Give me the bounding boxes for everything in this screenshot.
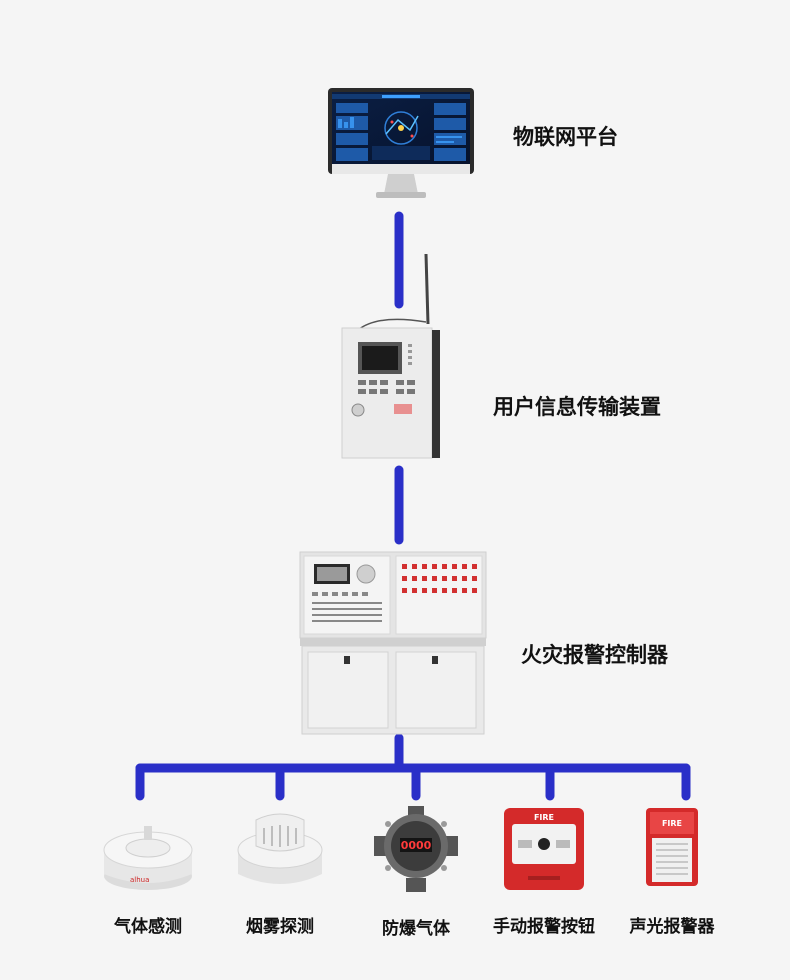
controller-label: 火灾报警控制器 — [521, 643, 668, 667]
platform-label: 物联网平台 — [513, 125, 618, 149]
fire-sign-text: FIRE — [534, 813, 554, 822]
transmitter-icon — [341, 253, 440, 459]
transmitter-label: 用户信息传输装置 — [493, 395, 661, 419]
manual-alarm-button-icon: FIRE — [504, 808, 584, 890]
monitor-icon — [328, 88, 474, 198]
siren-sign-text: FIRE — [662, 819, 682, 828]
sounder-strobe-icon: FIRE — [646, 808, 698, 886]
gas-sensor-icon: alhua — [103, 826, 193, 890]
device-label-gas-sensing: 气体感测 — [114, 917, 182, 937]
device-label-explosion-proof-gas: 防爆气体 — [382, 919, 450, 939]
controller-cabinet-icon — [299, 551, 487, 735]
device-label-manual-alarm-button: 手动报警按钮 — [493, 917, 595, 937]
explosion-proof-gas-detector-icon: 0000 — [374, 806, 458, 892]
gas-display-readout: 0000 — [401, 839, 432, 852]
device-label-sounder-strobe: 声光报警器 — [629, 917, 715, 937]
device-label-smoke-detection: 烟雾探测 — [246, 917, 314, 937]
smoke-detector-icon — [237, 813, 323, 884]
svg-text:alhua: alhua — [130, 876, 149, 884]
